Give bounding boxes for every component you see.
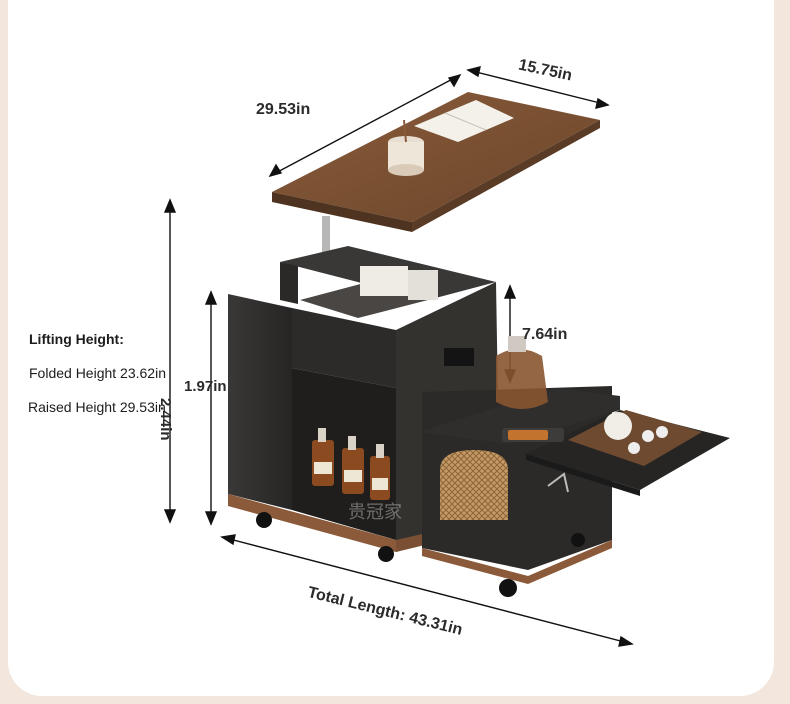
- product-illustration: [163, 66, 730, 647]
- lift-pole: [322, 216, 330, 266]
- bottles: [312, 428, 390, 500]
- width-label: 29.53in: [256, 101, 311, 118]
- side-table: [420, 388, 620, 444]
- body-height-line: [204, 290, 218, 526]
- depth-dimension-line: [466, 66, 610, 109]
- raised-height-text: Raised Height 29.53in: [28, 399, 166, 415]
- caster-wheels: [256, 512, 585, 597]
- folded-height-text: Folded Height 23.62in: [29, 365, 166, 381]
- overall-height-line: [163, 198, 177, 524]
- lifting-tabletop: [272, 92, 600, 232]
- product-card: 29.53in 15.75in 7.64in 1.97in 2.44in Tot…: [8, 0, 774, 696]
- left-door: [228, 294, 292, 510]
- width-dimension-line: [268, 73, 462, 178]
- watermark: 贵冠家: [348, 502, 402, 522]
- body-height-label: 1.97in: [184, 378, 227, 395]
- total-length-line: [220, 534, 634, 647]
- rattan-door: [440, 450, 508, 520]
- lifting-height-title: Lifting Height:: [29, 331, 124, 347]
- lift-stroke-label: 7.64in: [522, 326, 568, 343]
